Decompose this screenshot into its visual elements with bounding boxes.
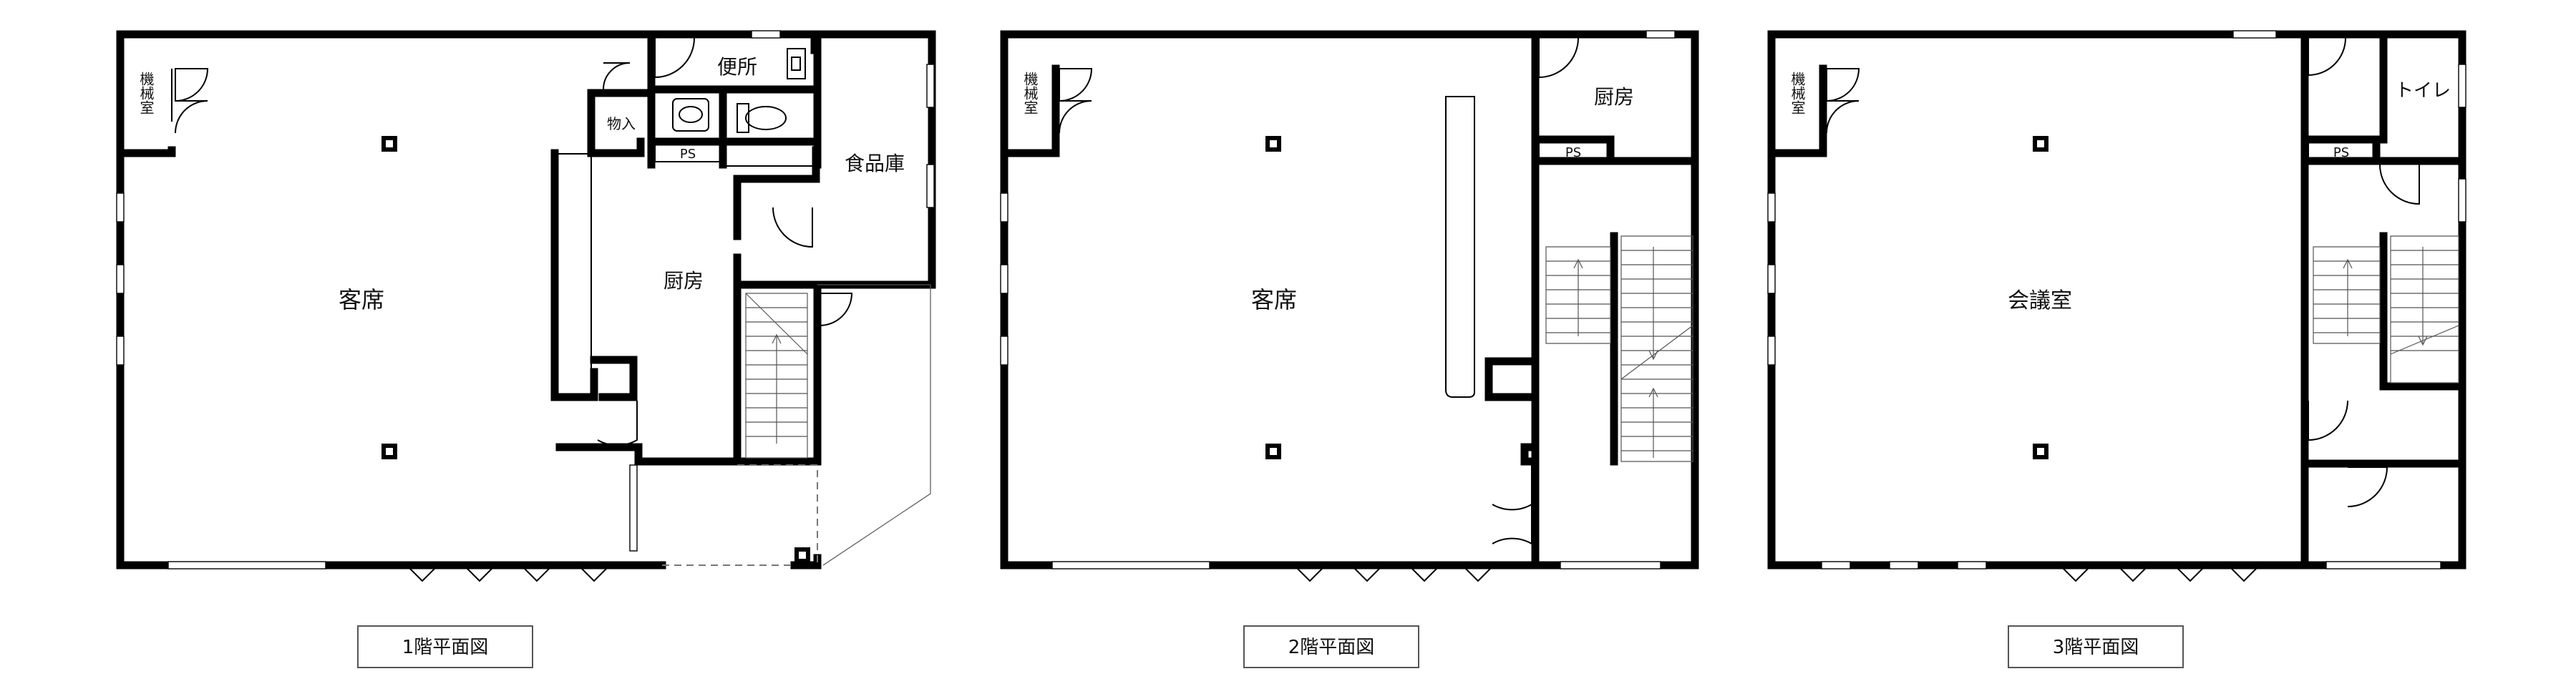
floor1-outer-walls [116,30,936,570]
floor1-counter [555,153,592,398]
floor2-label-ps: PS [1565,145,1581,160]
floor1-pantry-door [772,207,813,248]
floor1-machine-room-walls [116,146,176,157]
floor3-balcony-doors [2059,566,2260,582]
floor2-counter [1445,96,1475,398]
floor3-label-ps: PS [2333,145,2349,160]
floor2-entrance-doors [1293,566,1494,582]
floor1-label-machine: 機械室 [137,72,155,114]
floor1-stair-door [819,293,853,326]
floor1-stair-walls [733,280,822,466]
floor1-toilet-bowl [737,103,749,133]
floor1-label-ps: PS [680,147,696,162]
floor3-label-meeting: 会議室 [2008,288,2072,313]
floor1-label-seating: 客席 [339,286,384,313]
floor2-label-seating: 客席 [1251,286,1297,313]
floor2-title-box [1243,625,1419,668]
floor1-urinal [787,48,806,79]
floor2-stairs [1545,235,1693,462]
floor1-title: 1階平面図 [402,637,489,658]
floor2-outer-walls [1000,30,1699,570]
floor1-entrance-doors [406,566,611,582]
floor1-toilet-walls [587,30,822,169]
floor2-title: 2階平面図 [1288,637,1375,658]
floor1-kitchen-door [597,401,638,446]
floor1-toilet-door [654,37,695,79]
floor3-outer-walls [1767,30,2466,570]
floor3-small-room-door [2347,466,2388,507]
floor3-stair-walls [2300,232,2466,468]
floor1-terrace-outline [817,284,931,566]
floor1-title-box [357,625,533,668]
floor-1-plan: 機械室 客席 便所 物入 PS 食品庫 厨房 1階平面図 [116,30,936,668]
floor2-stair-door [1492,465,1532,511]
floor1-dashed-terrace [662,464,818,566]
floor3-label-toilet: トイレ [2395,80,2451,102]
floor1-label-toilet: 便所 [717,55,757,79]
floor3-title: 3階平面図 [2053,637,2139,658]
floor2-counter-box [1484,357,1540,466]
floor1-kitchen-walls [550,89,822,466]
floor3-toilet-door [2308,37,2346,77]
floor1-storage-door [603,62,631,90]
floor2-machine-room-walls [1000,64,1060,157]
floor3-hall-door [2308,400,2348,441]
floor-3-plan: 機械室 会議室 トイレ PS 3階平面図 [1767,30,2466,668]
floor-2-plan: 機械室 客席 厨房 PS 2階平面図 [1000,30,1699,668]
floor3-stairs [2313,235,2459,383]
floor1-sink [672,98,709,132]
floor3-stair-door [2379,164,2420,205]
floor2-kitchen-door [1538,37,1579,79]
floor2-label-kitchen: 厨房 [1594,85,1634,109]
floor3-label-machine: 機械室 [1789,72,1806,114]
floor1-label-kitchen: 厨房 [664,269,704,293]
floor2-stair-walls [1531,157,1618,570]
floor3-toilet-walls [2300,30,2466,570]
floor3-machine-door [1826,68,1860,102]
floor1-label-pantry: 食品庫 [845,152,905,175]
floor3-machine-room-walls [1767,64,1827,157]
floor2-label-machine: 機械室 [1021,72,1039,114]
floor3-title-box [2008,625,2184,668]
floor1-label-storage: 物入 [607,115,636,132]
floor1-machine-door [175,68,209,102]
floor2-machine-door [1059,68,1093,102]
floor1-stairs [745,293,808,459]
